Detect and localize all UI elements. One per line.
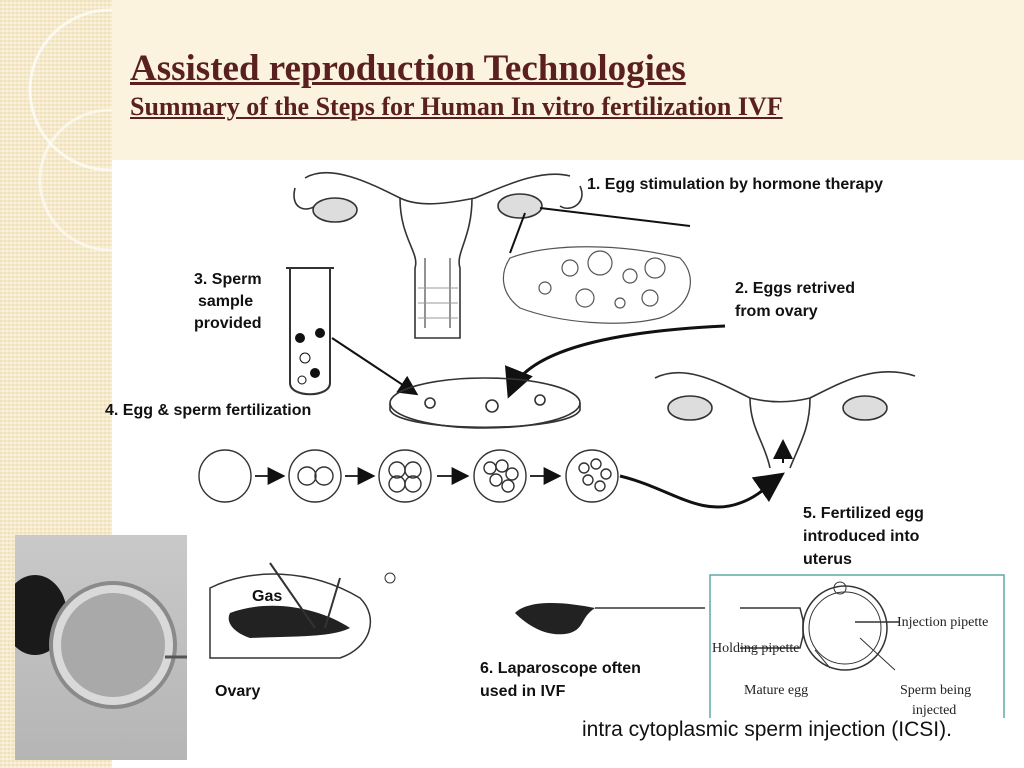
laparoscope-illustration: [209, 562, 396, 659]
laparoscope-ovary-label: Ovary: [215, 683, 260, 700]
icsi-injection-pipette-label: Injection pipette: [897, 615, 988, 630]
step-1-pointer: [539, 207, 691, 227]
icsi-holding-pipette-label: Holding pipette: [712, 641, 800, 656]
icsi-diagram: [709, 574, 1005, 718]
step-6-label-line1: 6. Laparoscope often: [480, 660, 641, 677]
step-3-label-line3: provided: [194, 315, 262, 332]
step-2-label-line2: from ovary: [735, 303, 818, 320]
laparoscope-gas-label: Gas: [252, 588, 282, 605]
arrow-embryo-to-uterus: [619, 472, 785, 509]
step-1-label: 1. Egg stimulation by hormone therapy: [587, 176, 883, 193]
step-3-label-line1: 3. Sperm: [194, 271, 262, 288]
step-5-label-line3: uterus: [803, 551, 852, 568]
embryo-sequence: [198, 449, 619, 503]
step-5-label-line1: 5. Fertilized egg: [803, 505, 924, 522]
ovary-follicles-illustration: [502, 246, 691, 324]
icsi-caption: intra cytoplasmic sperm injection (ICSI)…: [582, 718, 952, 741]
icsi-sperm-label-line2: injected: [912, 703, 956, 718]
decorative-circles: [28, 8, 192, 252]
uterus-illustration-top: [293, 171, 583, 339]
arrow-eggs-to-dish: [505, 324, 726, 399]
icsi-mature-egg-label: Mature egg: [744, 683, 808, 698]
icsi-sperm-label-line1: Sperm being: [900, 683, 971, 698]
step-5-label-line2: introduced into: [803, 528, 920, 545]
step-6-label-line2: used in IVF: [480, 683, 566, 700]
step-4-label: 4. Egg & sperm fertilization: [105, 402, 311, 419]
page-subtitle: Summary of the Steps for Human In vitro …: [130, 92, 783, 121]
laparoscope-device-icon: [515, 603, 705, 635]
step-2-label-line1: 2. Eggs retrived: [735, 280, 855, 297]
title-block: Assisted reproduction Technologies Summa…: [130, 48, 783, 124]
header-background: [112, 0, 1024, 160]
ivf-diagram: 1. Egg stimulation by hormone therapy 3.…: [105, 171, 1005, 718]
sperm-test-tube: [286, 267, 334, 396]
step-3-label-line2: sample: [198, 293, 253, 310]
step-1-pointer-2: [509, 212, 526, 254]
petri-dish: [389, 377, 581, 429]
arrow-sperm-to-dish: [331, 337, 419, 396]
micrograph-illustration: [15, 575, 187, 709]
uterus-illustration-right: [654, 371, 916, 469]
icsi-micrograph-photo: [15, 535, 187, 760]
page-title: Assisted reproduction Technologies: [130, 48, 686, 89]
